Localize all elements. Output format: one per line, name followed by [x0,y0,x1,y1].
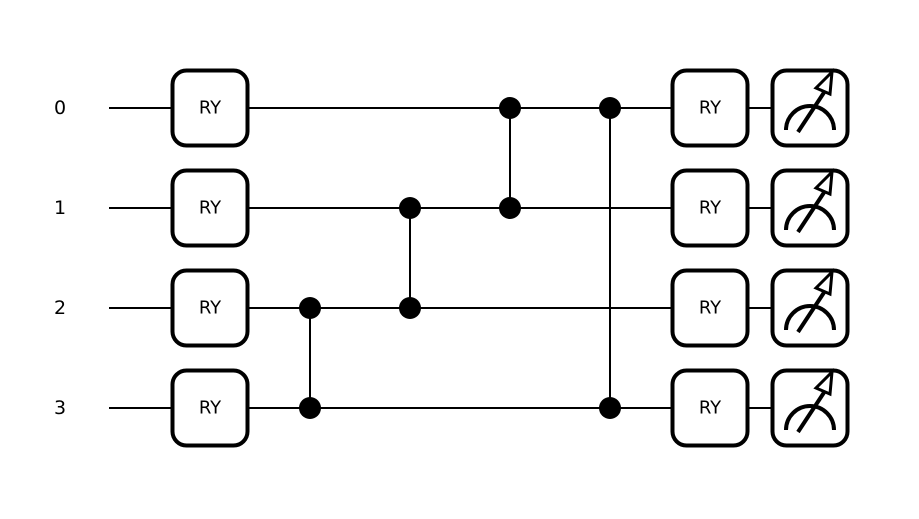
ry-gate-q3-layer5: RY [670,368,750,448]
wires-layer [109,107,773,409]
qubit-label-0: 0 [54,97,66,119]
gate-label: RY [699,198,722,219]
gate-label: RY [199,98,222,119]
measure-gate-q2 [770,268,850,348]
ry-gate-q2-layer0: RY [170,268,250,348]
ry-gate-q0-layer5: RY [670,68,750,148]
measurement-meter-icon [784,68,836,134]
ry-gate-q3-layer0: RY [170,368,250,448]
gate-label: RY [699,98,722,119]
ry-gate-q2-layer5: RY [670,268,750,348]
measurement-meter-icon [784,368,836,434]
gate-box [170,168,250,248]
gates-layer: RY RY RY RY RY RY RY RY [170,68,850,448]
gate-box [170,368,250,448]
control-dot-q0-layer3 [499,97,521,119]
gate-label: RY [699,298,722,319]
measurement-meter-icon [784,168,836,234]
measure-gate-q3 [770,368,850,448]
gate-box [670,368,750,448]
control-dot-q3-layer4 [599,397,621,419]
ry-gate-q1-layer0: RY [170,168,250,248]
control-dot-q0-layer4 [599,97,621,119]
measure-gate-q0 [770,68,850,148]
gate-box [670,168,750,248]
gate-label: RY [199,298,222,319]
measurement-meter-icon [784,268,836,334]
measure-gate-q1 [770,168,850,248]
qubit-label-1: 1 [54,197,66,219]
gate-box [170,268,250,348]
ry-gate-q1-layer5: RY [670,168,750,248]
ry-gate-q0-layer0: RY [170,68,250,148]
gate-box [670,68,750,148]
control-dot-q1-layer2 [399,197,421,219]
control-dot-q2-layer1 [299,297,321,319]
labels-layer: 0 1 2 3 [54,97,66,419]
control-dot-q3-layer1 [299,397,321,419]
gate-label: RY [199,398,222,419]
gate-box [170,68,250,148]
gate-box [670,268,750,348]
control-dot-q1-layer3 [499,197,521,219]
qubit-label-3: 3 [54,397,66,419]
qubit-label-2: 2 [54,297,66,319]
connectors-layer [299,97,621,419]
control-dot-q2-layer2 [399,297,421,319]
gate-label: RY [699,398,722,419]
gate-label: RY [199,198,222,219]
